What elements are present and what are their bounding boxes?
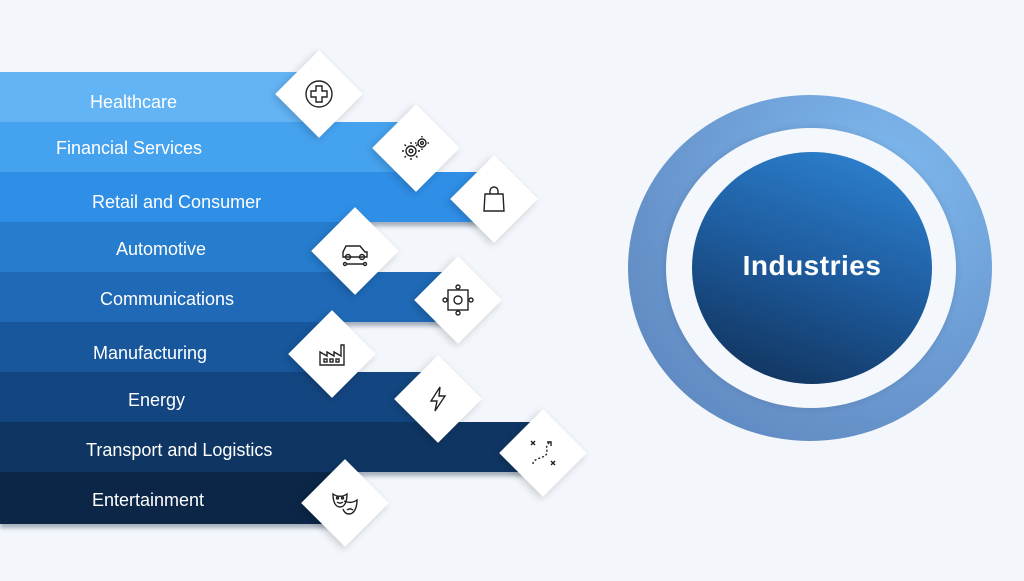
label-retail-and-consumer: Retail and Consumer [92,192,262,212]
band-financial-services [0,122,410,172]
gears-icon [402,136,429,160]
band-energy [0,372,440,422]
hub-core [692,152,932,384]
shopping-bag-icon [483,186,505,212]
band-communications [0,272,455,322]
label-automotive: Automotive [116,239,207,259]
route-icon [530,440,556,466]
car-icon [342,245,368,267]
label-manufacturing: Manufacturing [93,343,208,363]
medical-cross-icon [305,80,333,108]
label-communications: Communications [100,289,235,309]
label-transport-and-logistics: Transport and Logistics [86,440,273,460]
factory-icon [319,344,345,366]
label-energy: Energy [128,390,186,410]
band-manufacturing [0,322,335,372]
label-healthcare: Healthcare [90,92,178,112]
label-financial-services: Financial Services [56,138,203,158]
network-icon [442,284,474,316]
label-entertainment: Entertainment [92,490,205,510]
lightning-icon [429,386,447,412]
hub-title: Industries [742,250,882,281]
band-automotive [0,222,360,272]
band-healthcare [0,72,320,122]
theater-masks-icon [332,492,358,515]
band-entertainment [0,472,340,524]
